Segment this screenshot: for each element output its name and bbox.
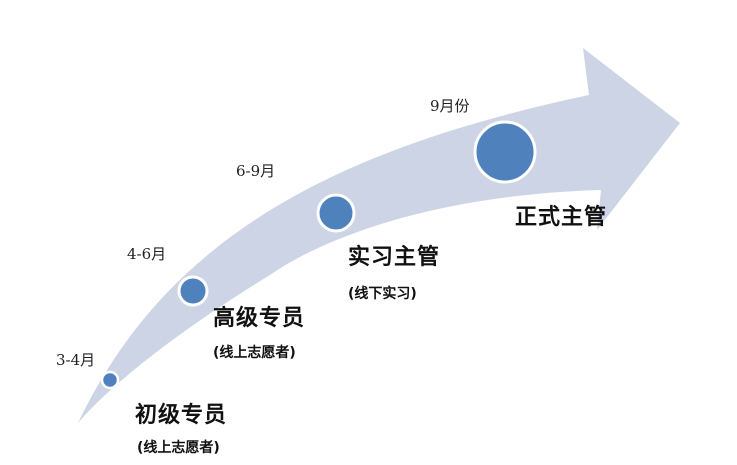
stage-node-1 [100,370,120,390]
stage-2-period: 4-6月 [127,245,167,263]
stage-1-subtitle: (线上志愿者) [137,440,220,456]
stage-3-period: 6-9月 [236,162,276,180]
stage-3-title: 实习主管 [348,245,441,270]
stage-2-title: 高级专员 [213,306,306,331]
stage-1-title: 初级专员 [135,403,228,428]
stage-4-title: 正式主管 [515,205,608,230]
stage-3-subtitle: (线下实习) [348,286,417,302]
stage-4-period: 9月份 [430,97,470,115]
stage-1-period: 3-4月 [56,351,96,369]
progress-arrow [78,48,680,423]
stage-node-3 [316,193,356,233]
stage-node-2 [177,275,209,307]
stage-node-4 [473,120,537,184]
stage-2-subtitle: (线上志愿者) [213,345,296,361]
